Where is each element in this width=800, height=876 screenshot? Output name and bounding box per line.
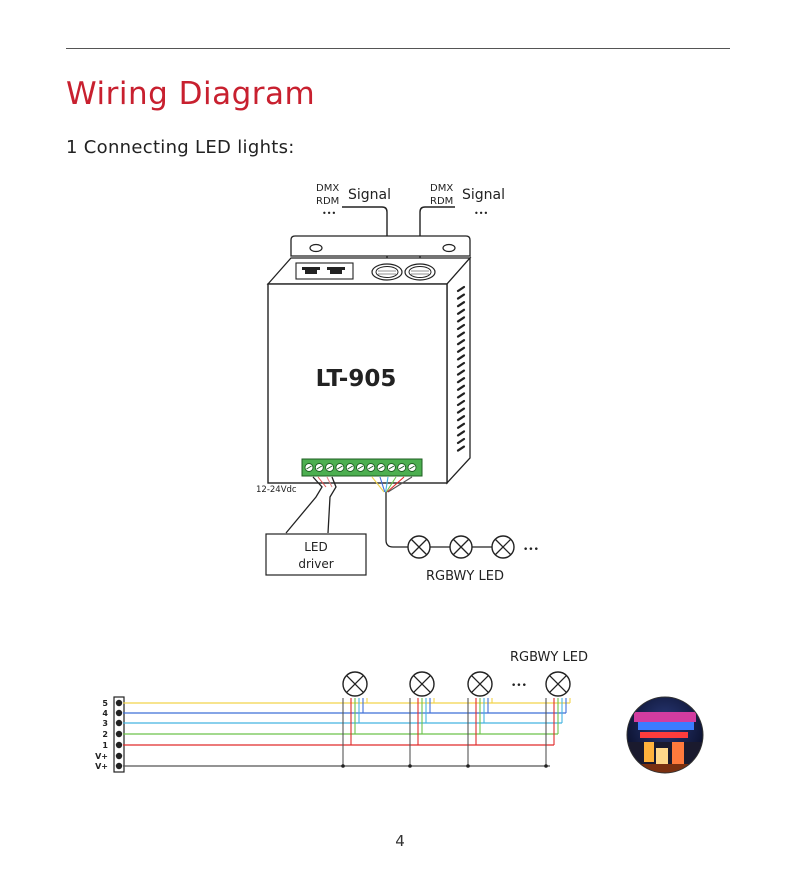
signal-protocol-top: DMX: [316, 183, 339, 194]
led-lamp-icon: [467, 671, 493, 697]
rj45-port: [302, 267, 320, 274]
xlr-connector: [404, 263, 436, 281]
led-chain-label: RGBWY LED: [426, 569, 504, 584]
bus-lines: [123, 702, 570, 767]
signal-dots: •••: [474, 209, 488, 218]
signal-protocol-bottom: RDM: [316, 196, 339, 207]
bus-terminal-label: 3: [102, 719, 108, 728]
output-wire: [386, 476, 405, 493]
terminal-screws: [304, 463, 417, 472]
led-lamp-icon: [545, 671, 571, 697]
bus-terminal: [115, 752, 123, 760]
installation-photo: [626, 696, 704, 774]
bus-terminal-label: 1: [102, 741, 108, 750]
controller-device: LT-905: [266, 235, 472, 485]
output-wire: [385, 476, 389, 493]
bus-led-dots: •••: [511, 681, 527, 691]
led-lamp-icon: [491, 535, 515, 559]
bus-terminal: [115, 699, 123, 707]
power-wire: [317, 476, 327, 488]
rj45-port: [327, 267, 345, 274]
bus-terminal: [115, 730, 123, 738]
junction-dot: [341, 764, 345, 768]
rj45-ports: [295, 262, 354, 280]
signal-label-right: DMX RDM Signal •••: [430, 183, 505, 218]
bus-terminal: [115, 719, 123, 727]
output-wire: [387, 476, 413, 493]
driver-label-line1: LED: [304, 540, 328, 554]
power-wire: [327, 476, 337, 534]
bus-terminals: 543 2 1V+V+: [95, 699, 123, 771]
led-chain: [407, 535, 515, 559]
mount-hole: [442, 243, 456, 253]
led-lamp-icon: [409, 671, 435, 697]
output-wire: [385, 476, 397, 493]
signal-cable: [342, 206, 388, 272]
led-lamp-icon: [342, 671, 368, 697]
mount-hole: [309, 243, 323, 253]
xlr-connector: [371, 263, 403, 281]
output-wire: [379, 476, 386, 493]
junction-dot: [466, 764, 470, 768]
output-wire: [371, 476, 385, 493]
bus-terminal-label: 2: [102, 730, 108, 739]
signal-protocol-bottom: RDM: [430, 196, 453, 207]
led-chain-dots: •••: [523, 545, 539, 555]
bus-terminal-label: V+: [95, 752, 108, 761]
bus-terminal-label: V+: [95, 762, 108, 771]
signal-word: Signal: [462, 187, 505, 203]
page-number: 4: [395, 832, 405, 850]
page-title: Wiring Diagram: [66, 76, 316, 112]
junction-dot: [544, 764, 548, 768]
led-lamp-icon: [449, 535, 473, 559]
model-label: LT-905: [316, 366, 397, 392]
power-wire: [326, 476, 333, 488]
junction-dot: [408, 764, 412, 768]
bus-lamps: [341, 671, 571, 768]
section-heading: 1 Connecting LED lights:: [66, 137, 295, 158]
driver-label-line2: driver: [298, 557, 333, 571]
signal-label-left: DMX RDM Signal •••: [316, 183, 391, 218]
bus-terminal: [115, 741, 123, 749]
bus-terminal-label: 4: [102, 709, 108, 718]
power-wire: [285, 476, 323, 534]
bus-terminal: [115, 762, 123, 770]
header-rule: [66, 48, 730, 49]
led-lamp-icon: [407, 535, 431, 559]
signal-protocol-top: DMX: [430, 183, 453, 194]
led-driver-box: [265, 533, 367, 576]
bus-led-label: RGBWY LED: [510, 650, 588, 665]
vent-slots: [456, 285, 466, 452]
signal-dots: •••: [322, 209, 336, 218]
voltage-label: 12-24Vdc: [256, 485, 297, 495]
signal-word: Signal: [348, 187, 391, 203]
signal-cable: [419, 206, 455, 272]
bus-terminal-label: 5: [102, 699, 108, 708]
output-wires: [371, 476, 413, 493]
bus-terminal: [115, 709, 123, 717]
led-chain-cable: [385, 492, 408, 548]
